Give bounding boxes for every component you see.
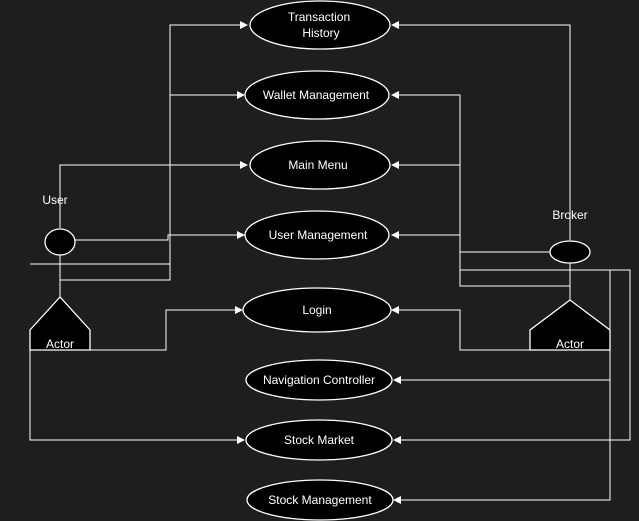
use-case-transaction-history[interactable]: Transaction History (249, 0, 391, 50)
actor-broker[interactable]: Broker Actor (529, 208, 611, 351)
edge-user-user-management (75, 234, 239, 241)
actor-user-type-label: Actor (46, 337, 74, 351)
edge-user-stock-market (29, 330, 239, 441)
use-case-login[interactable]: Login (242, 287, 392, 333)
arrowhead (391, 231, 399, 239)
arrowhead (240, 161, 248, 169)
edge-broker-stock-management (399, 380, 611, 501)
edge-user-main-menu (59, 164, 242, 228)
arrowhead (237, 91, 245, 99)
actor-broker-base (529, 299, 611, 351)
use-case-label: Main Menu (288, 158, 347, 172)
actor-broker-type-label: Actor (556, 337, 584, 351)
arrowhead (393, 496, 401, 504)
arrowhead (391, 306, 399, 314)
use-case-label: User Management (269, 228, 368, 242)
edge-broker-navigation-controller (399, 269, 611, 381)
actor-broker-role-label: Broker (552, 208, 587, 222)
arrowhead (235, 306, 243, 314)
arrowhead (393, 376, 401, 384)
actor-user-head (44, 228, 76, 256)
use-case-main-menu[interactable]: Main Menu (249, 140, 391, 190)
use-case-label: Stock Market (284, 433, 355, 447)
arrowhead (240, 21, 248, 29)
actor-broker-head (549, 240, 591, 264)
edge-user-login (90, 309, 237, 351)
connectors (29, 21, 631, 504)
actor-user-base (29, 296, 91, 351)
actor-user-role-label: User (42, 193, 67, 207)
arrowhead (391, 91, 399, 99)
use-case-label: History (302, 26, 339, 40)
arrowhead (237, 231, 245, 239)
arrowhead (391, 161, 399, 169)
arrowhead (237, 436, 245, 444)
use-case-user-management[interactable]: User Management (244, 210, 390, 260)
use-case-label: Navigation Controller (263, 373, 375, 387)
use-case-navigation-controller[interactable]: Navigation Controller (245, 359, 393, 401)
edge-broker-wallet-management (397, 94, 570, 287)
use-case-wallet-management[interactable]: Wallet Management (244, 70, 390, 120)
use-case-label: Transaction (288, 10, 350, 24)
use-case-label: Login (302, 303, 331, 317)
use-case-stock-market[interactable]: Stock Market (245, 419, 393, 461)
arrowhead (393, 436, 401, 444)
edge-broker-stock-market (399, 269, 631, 441)
arrowhead (391, 21, 399, 29)
edge-user-wallet-management (30, 94, 239, 265)
edge-user-transaction-history (60, 24, 242, 281)
use-case-label: Wallet Management (263, 88, 370, 102)
use-case-label: Stock Management (268, 493, 372, 507)
actor-user[interactable]: User Actor (29, 193, 91, 351)
edge-broker-login (397, 309, 530, 351)
use-case-stock-management[interactable]: Stock Management (246, 479, 394, 521)
edge-broker-transaction-history (397, 24, 571, 240)
edge-broker-user-management (397, 234, 550, 253)
